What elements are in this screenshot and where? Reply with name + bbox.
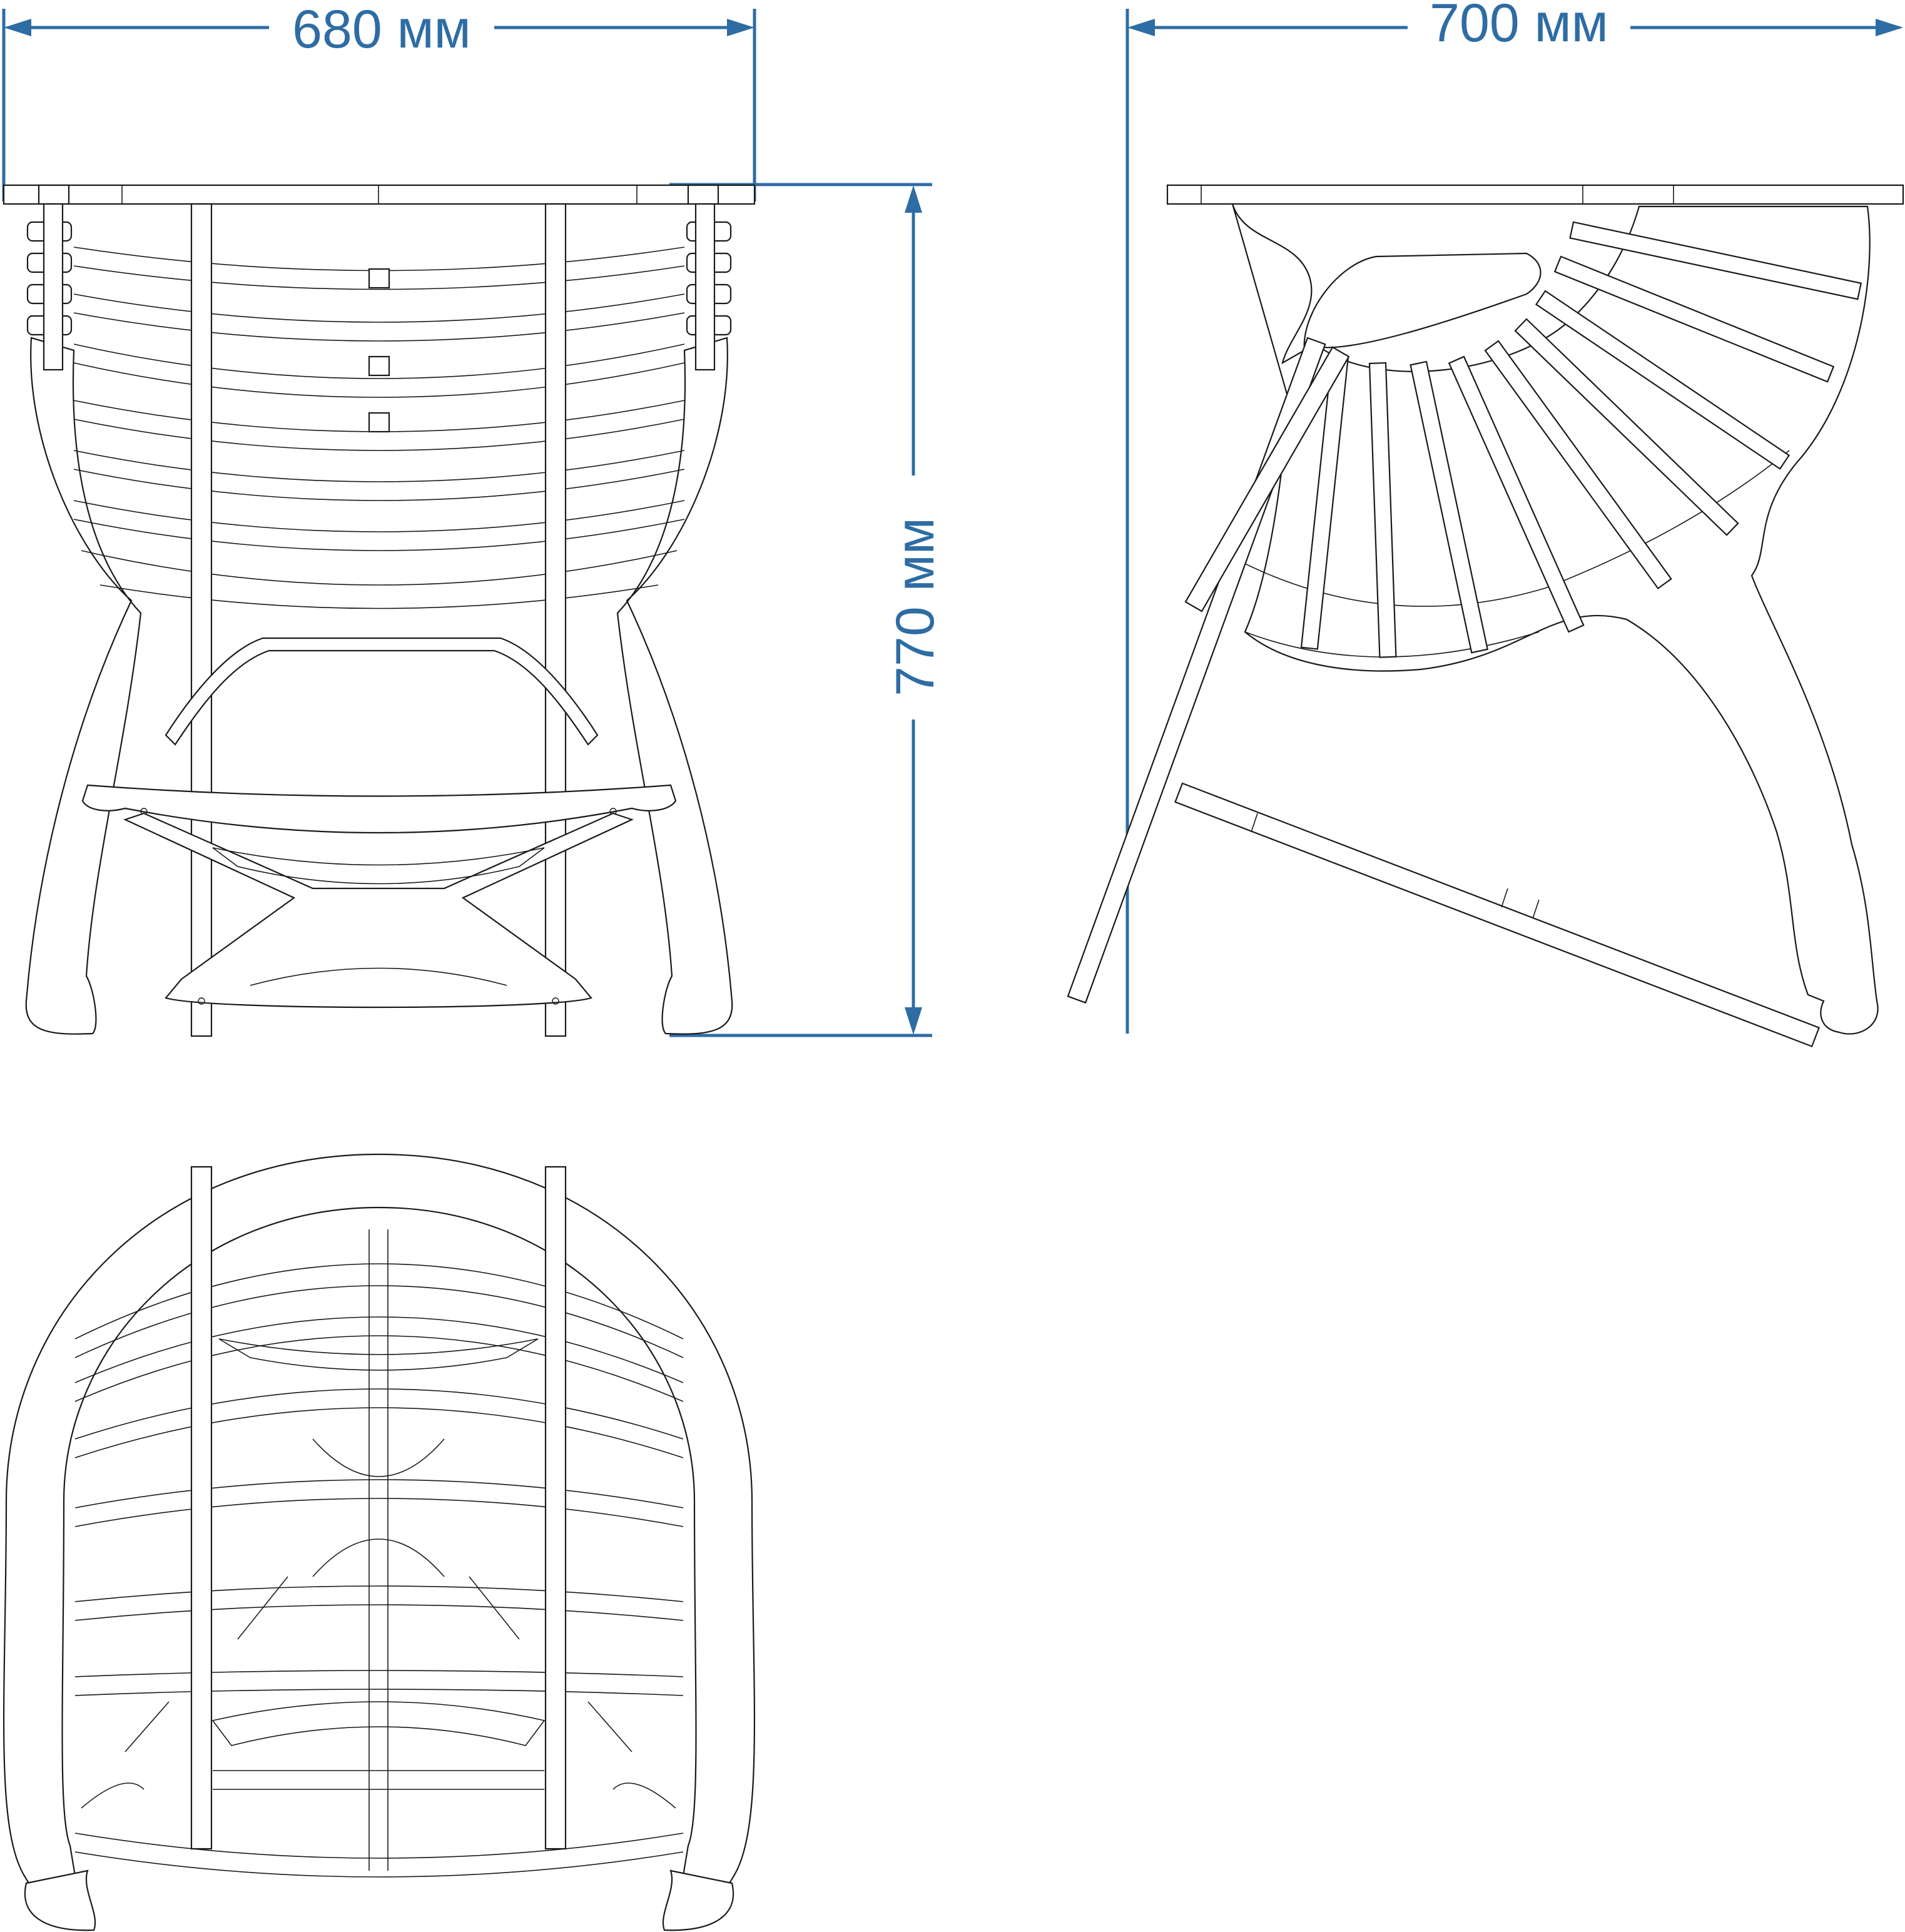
top-slats <box>74 1263 684 1878</box>
front-top-board <box>3 184 756 205</box>
height-label: 770 мм <box>885 517 945 696</box>
front-right-plank-ends <box>686 203 732 371</box>
front-right-side-frame <box>616 337 733 1035</box>
top-right-rail <box>544 1166 567 1850</box>
front-left-side-frame <box>25 337 142 1035</box>
side-frame <box>1231 203 1879 1035</box>
dimension-depth-side: 700 мм <box>1125 0 1903 1034</box>
dimension-width-front: 680 мм <box>2 0 756 201</box>
width-front-label: 680 мм <box>292 0 471 59</box>
front-left-plank-ends <box>26 203 73 371</box>
front-left-rail <box>190 203 213 1037</box>
depth-side-label: 700 мм <box>1430 0 1608 53</box>
top-view <box>3 1153 756 1931</box>
front-view <box>3 184 756 1037</box>
top-left-rail <box>190 1166 213 1850</box>
dimension-height: 770 мм <box>669 183 945 1037</box>
side-bottom-runner <box>1174 782 1821 1047</box>
side-view <box>1067 184 1904 1047</box>
front-lower-arch <box>165 637 599 746</box>
front-footrest <box>81 784 677 834</box>
front-right-rail <box>544 203 567 1037</box>
side-slat-arc <box>1219 221 1862 658</box>
side-top-board <box>1166 184 1904 205</box>
front-x-brace <box>123 812 634 1009</box>
front-back-slats <box>73 247 685 609</box>
